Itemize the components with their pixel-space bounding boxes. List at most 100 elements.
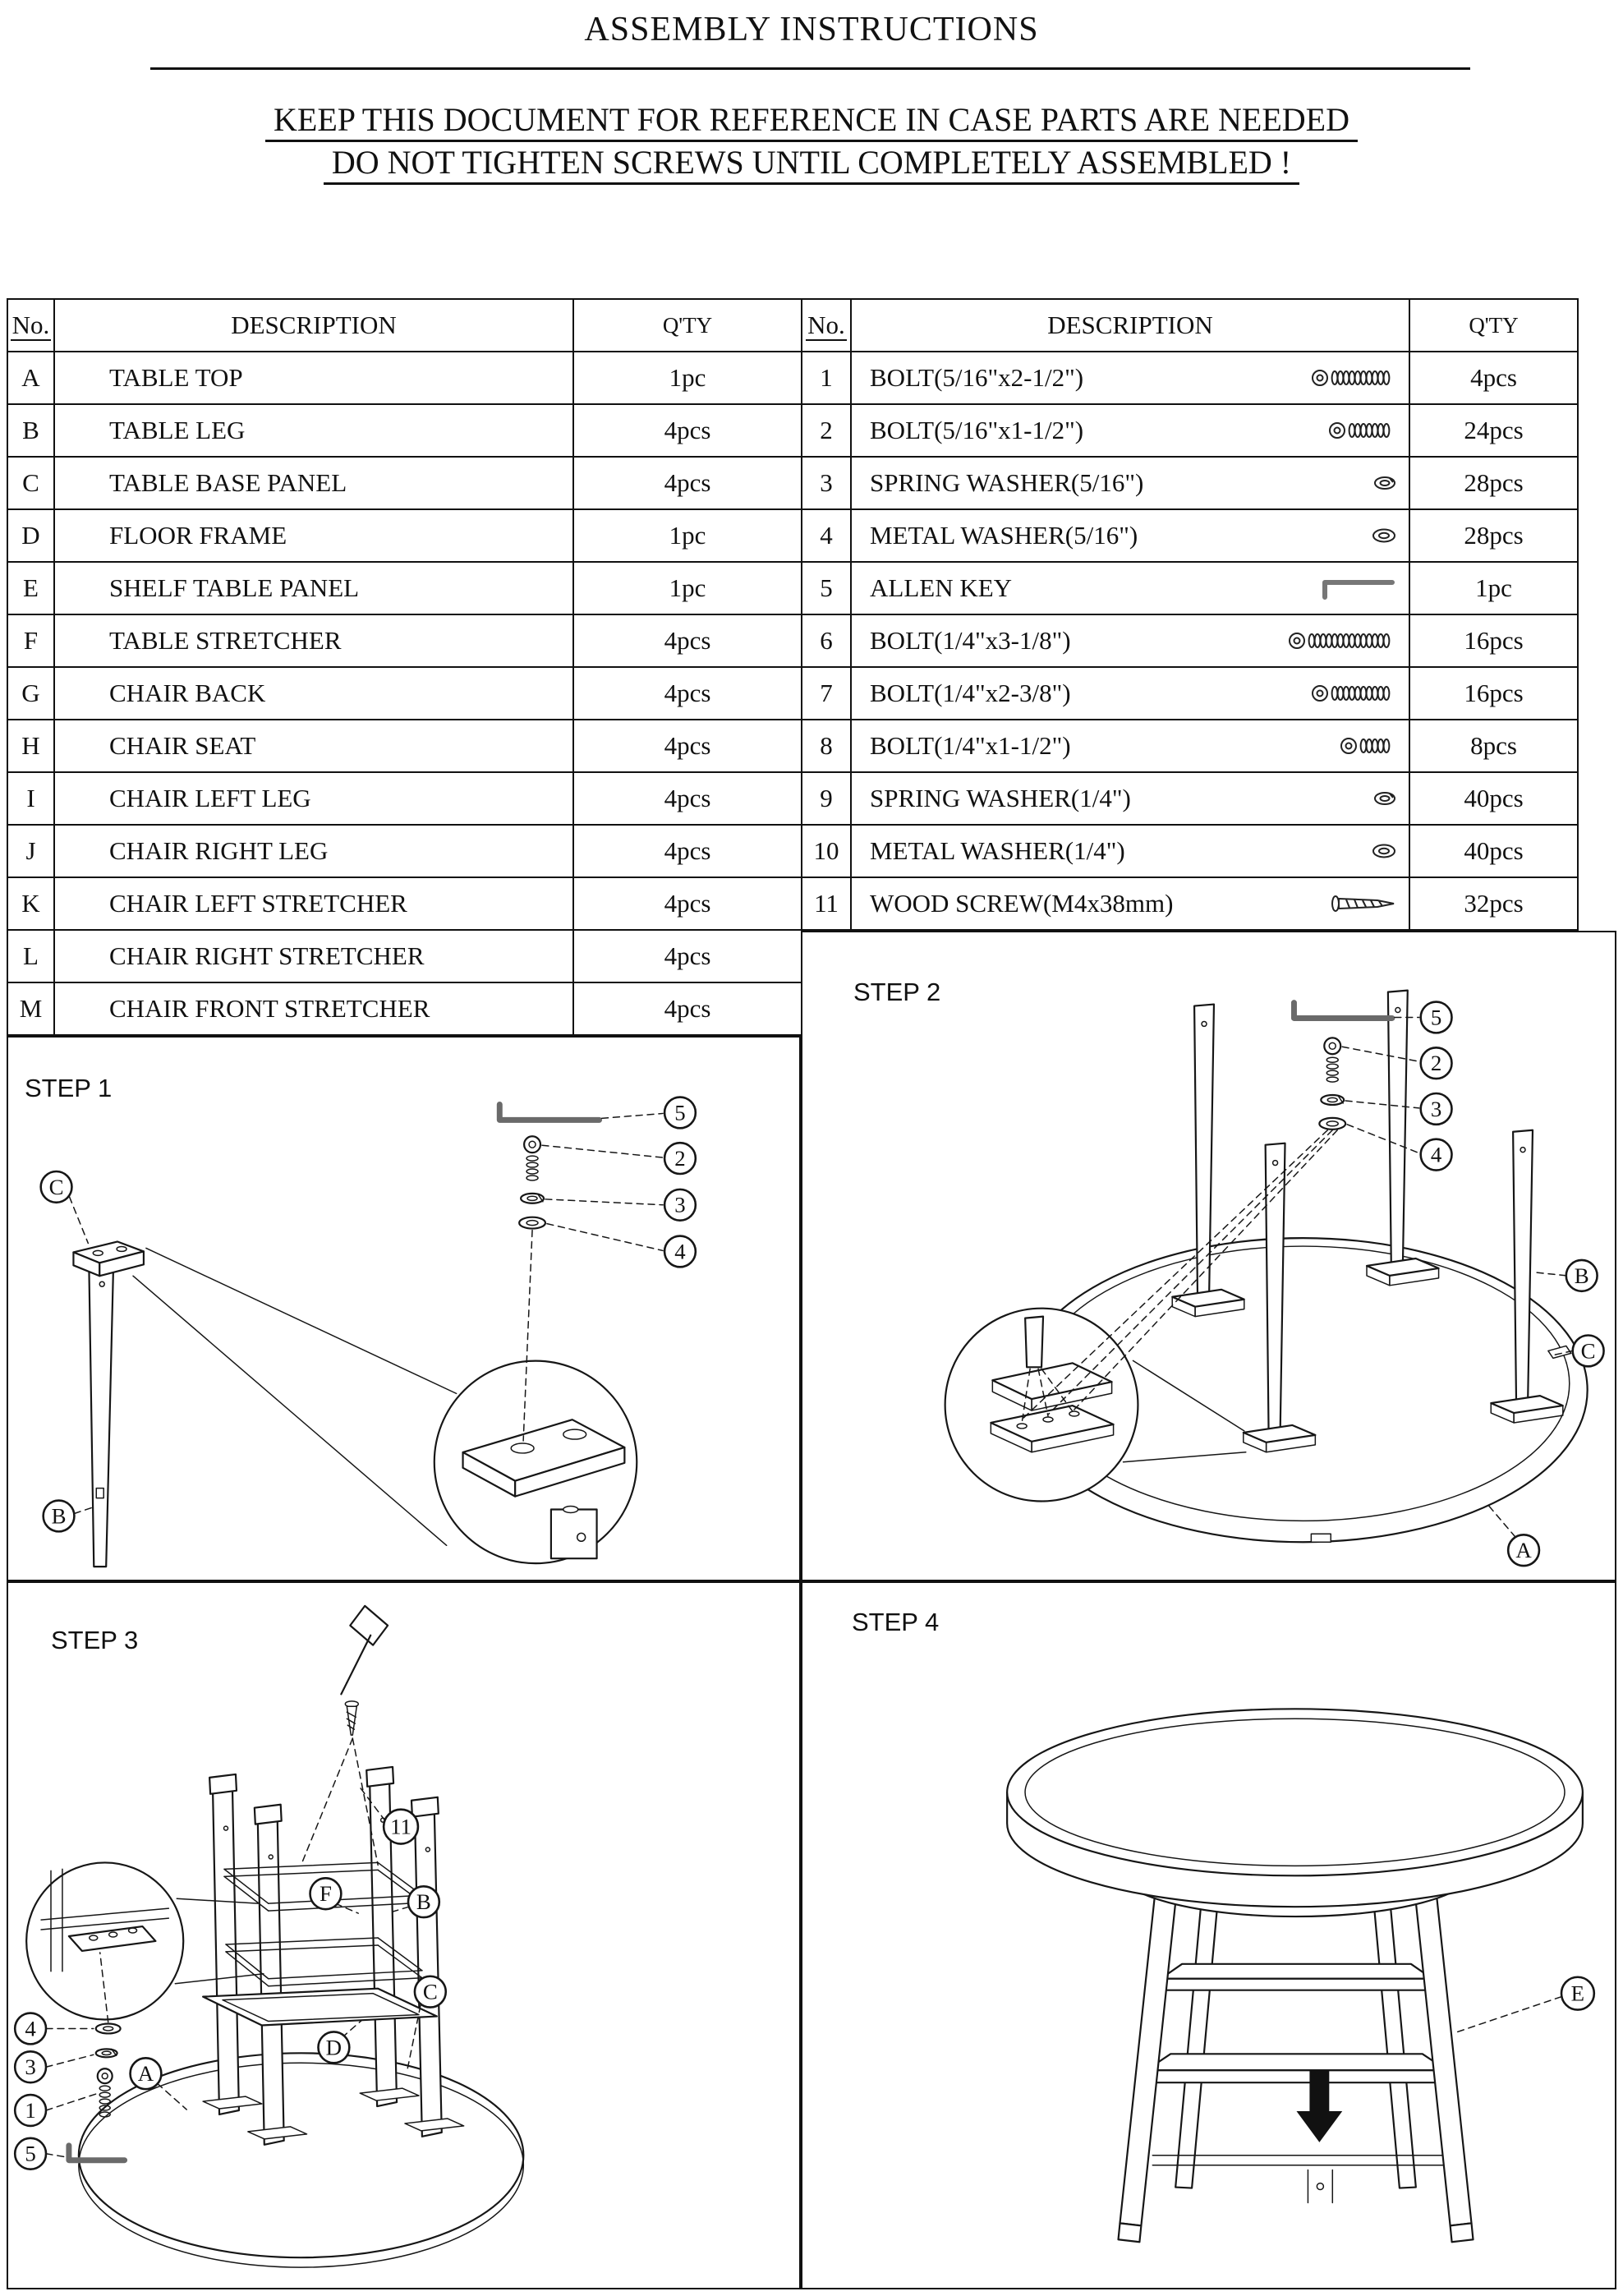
header-no: No. — [7, 298, 55, 352]
part-description: BOLT(5/16"x2-1/2") — [850, 351, 1410, 405]
part-description-text: BOLT(1/4"x2-3/8") — [870, 679, 1071, 707]
step-2-diagram: 5 2 3 4 B — [944, 989, 1605, 1567]
metal-washer-icon — [1369, 840, 1399, 862]
part-description: BOLT(1/4"x2-3/8") — [850, 666, 1410, 720]
part-description: FLOOR FRAME — [53, 508, 574, 563]
part-no: 2 — [801, 403, 852, 458]
part-qty: 4pcs — [1409, 351, 1579, 405]
part-no: D — [7, 508, 55, 563]
part-qty: 4pcs — [572, 877, 802, 931]
part-description-text: CHAIR RIGHT STRETCHER — [109, 941, 425, 970]
part-no: 6 — [801, 614, 852, 668]
part-description: CHAIR SEAT — [53, 719, 574, 773]
part-no: K — [7, 877, 55, 931]
allen-key-drawing — [496, 1102, 603, 1123]
table-header-row: No. DESCRIPTION Q'TY — [7, 298, 802, 352]
part-qty: 4pcs — [572, 771, 802, 826]
callout-4: 4 — [546, 1222, 697, 1268]
callout-E: E — [1454, 1976, 1596, 2034]
detail-circle — [433, 1360, 638, 1565]
svg-text:C: C — [423, 1980, 438, 2004]
part-qty: 4pcs — [572, 456, 802, 510]
part-description: TABLE LEG — [53, 403, 574, 458]
part-no: F — [7, 614, 55, 668]
part-description: TABLE STRETCHER — [53, 614, 574, 668]
svg-text:5: 5 — [25, 2142, 35, 2166]
part-qty: 28pcs — [1409, 508, 1579, 563]
part-qty: 32pcs — [1409, 877, 1579, 931]
part-description: CHAIR RIGHT STRETCHER — [53, 929, 574, 983]
callout-4: 4 — [1346, 1124, 1453, 1171]
part-qty: 4pcs — [572, 666, 802, 720]
metal-washer-drawing — [518, 1216, 547, 1230]
floor-frame-drawing — [202, 1987, 438, 2027]
svg-text:E: E — [1571, 1981, 1584, 2006]
part-description: CHAIR BACK — [53, 666, 574, 720]
bolt-drawing — [1323, 1037, 1342, 1083]
header-qty: Q'TY — [572, 298, 802, 352]
part-description-text: SPRING WASHER(5/16") — [870, 468, 1144, 497]
step-2-panel: STEP 2 — [801, 931, 1616, 1581]
part-description-text: TABLE BASE PANEL — [109, 468, 347, 497]
callout-3: 3 — [545, 1188, 697, 1222]
part-qty: 24pcs — [1409, 403, 1579, 458]
callout-2: 2 — [1341, 1046, 1453, 1080]
part-description: ALLEN KEY — [850, 561, 1410, 615]
svg-text:B: B — [52, 1503, 67, 1528]
callout-2: 2 — [541, 1141, 697, 1176]
callout-B: B — [392, 1884, 441, 1919]
part-description: BOLT(5/16"x1-1/2") — [850, 403, 1410, 458]
bolt-drawing — [523, 1135, 542, 1181]
stretchers-drawing — [223, 1861, 423, 1987]
part-description: BOLT(1/4"x3-1/8") — [850, 614, 1410, 668]
part-description-text: BOLT(5/16"x2-1/2") — [870, 363, 1084, 392]
svg-text:D: D — [326, 2035, 342, 2059]
bolt-long-icon — [1310, 682, 1399, 705]
part-no: L — [7, 929, 55, 983]
part-description-text: SHELF TABLE PANEL — [109, 573, 360, 602]
spring-washer-icon — [1371, 472, 1399, 494]
callout-C: C — [1550, 1334, 1605, 1368]
part-no: 10 — [801, 824, 852, 878]
table-leg-drawing — [88, 1261, 115, 1568]
callout-1: 1 — [13, 2093, 97, 2128]
part-no: E — [7, 561, 55, 615]
spring-washer-icon — [1371, 788, 1399, 809]
callout-5: 5 — [1394, 1001, 1453, 1034]
callout-D: D — [317, 2019, 362, 2064]
svg-text:2: 2 — [1431, 1051, 1441, 1075]
svg-text:1: 1 — [25, 2098, 35, 2123]
part-description-text: CHAIR FRONT STRETCHER — [109, 994, 430, 1023]
part-qty: 4pcs — [572, 929, 802, 983]
base-panels-drawing — [202, 2087, 465, 2140]
step-3-panel: STEP 3 — [7, 1581, 801, 2289]
step-4-panel: STEP 4 — [801, 1581, 1616, 2289]
allen-key-drawing — [1290, 1000, 1395, 1021]
part-description-text: METAL WASHER(5/16") — [870, 521, 1138, 550]
header-no-text: No. — [10, 311, 52, 341]
callout-11: 11 — [359, 1787, 420, 1845]
step-1-label: STEP 1 — [25, 1074, 113, 1102]
part-no: 3 — [801, 456, 852, 510]
callout-3: 3 — [13, 2050, 94, 2084]
part-description-text: TABLE LEG — [109, 416, 246, 444]
header-description: DESCRIPTION — [53, 298, 574, 352]
part-qty: 40pcs — [1409, 771, 1579, 826]
page-title: ASSEMBLY INSTRUCTIONS — [584, 11, 1039, 48]
bolt-drawing — [96, 2068, 113, 2118]
part-no: 8 — [801, 719, 852, 773]
svg-text:B: B — [1575, 1263, 1589, 1288]
callout-4: 4 — [13, 2012, 94, 2045]
part-description-text: CHAIR LEFT LEG — [109, 784, 311, 812]
